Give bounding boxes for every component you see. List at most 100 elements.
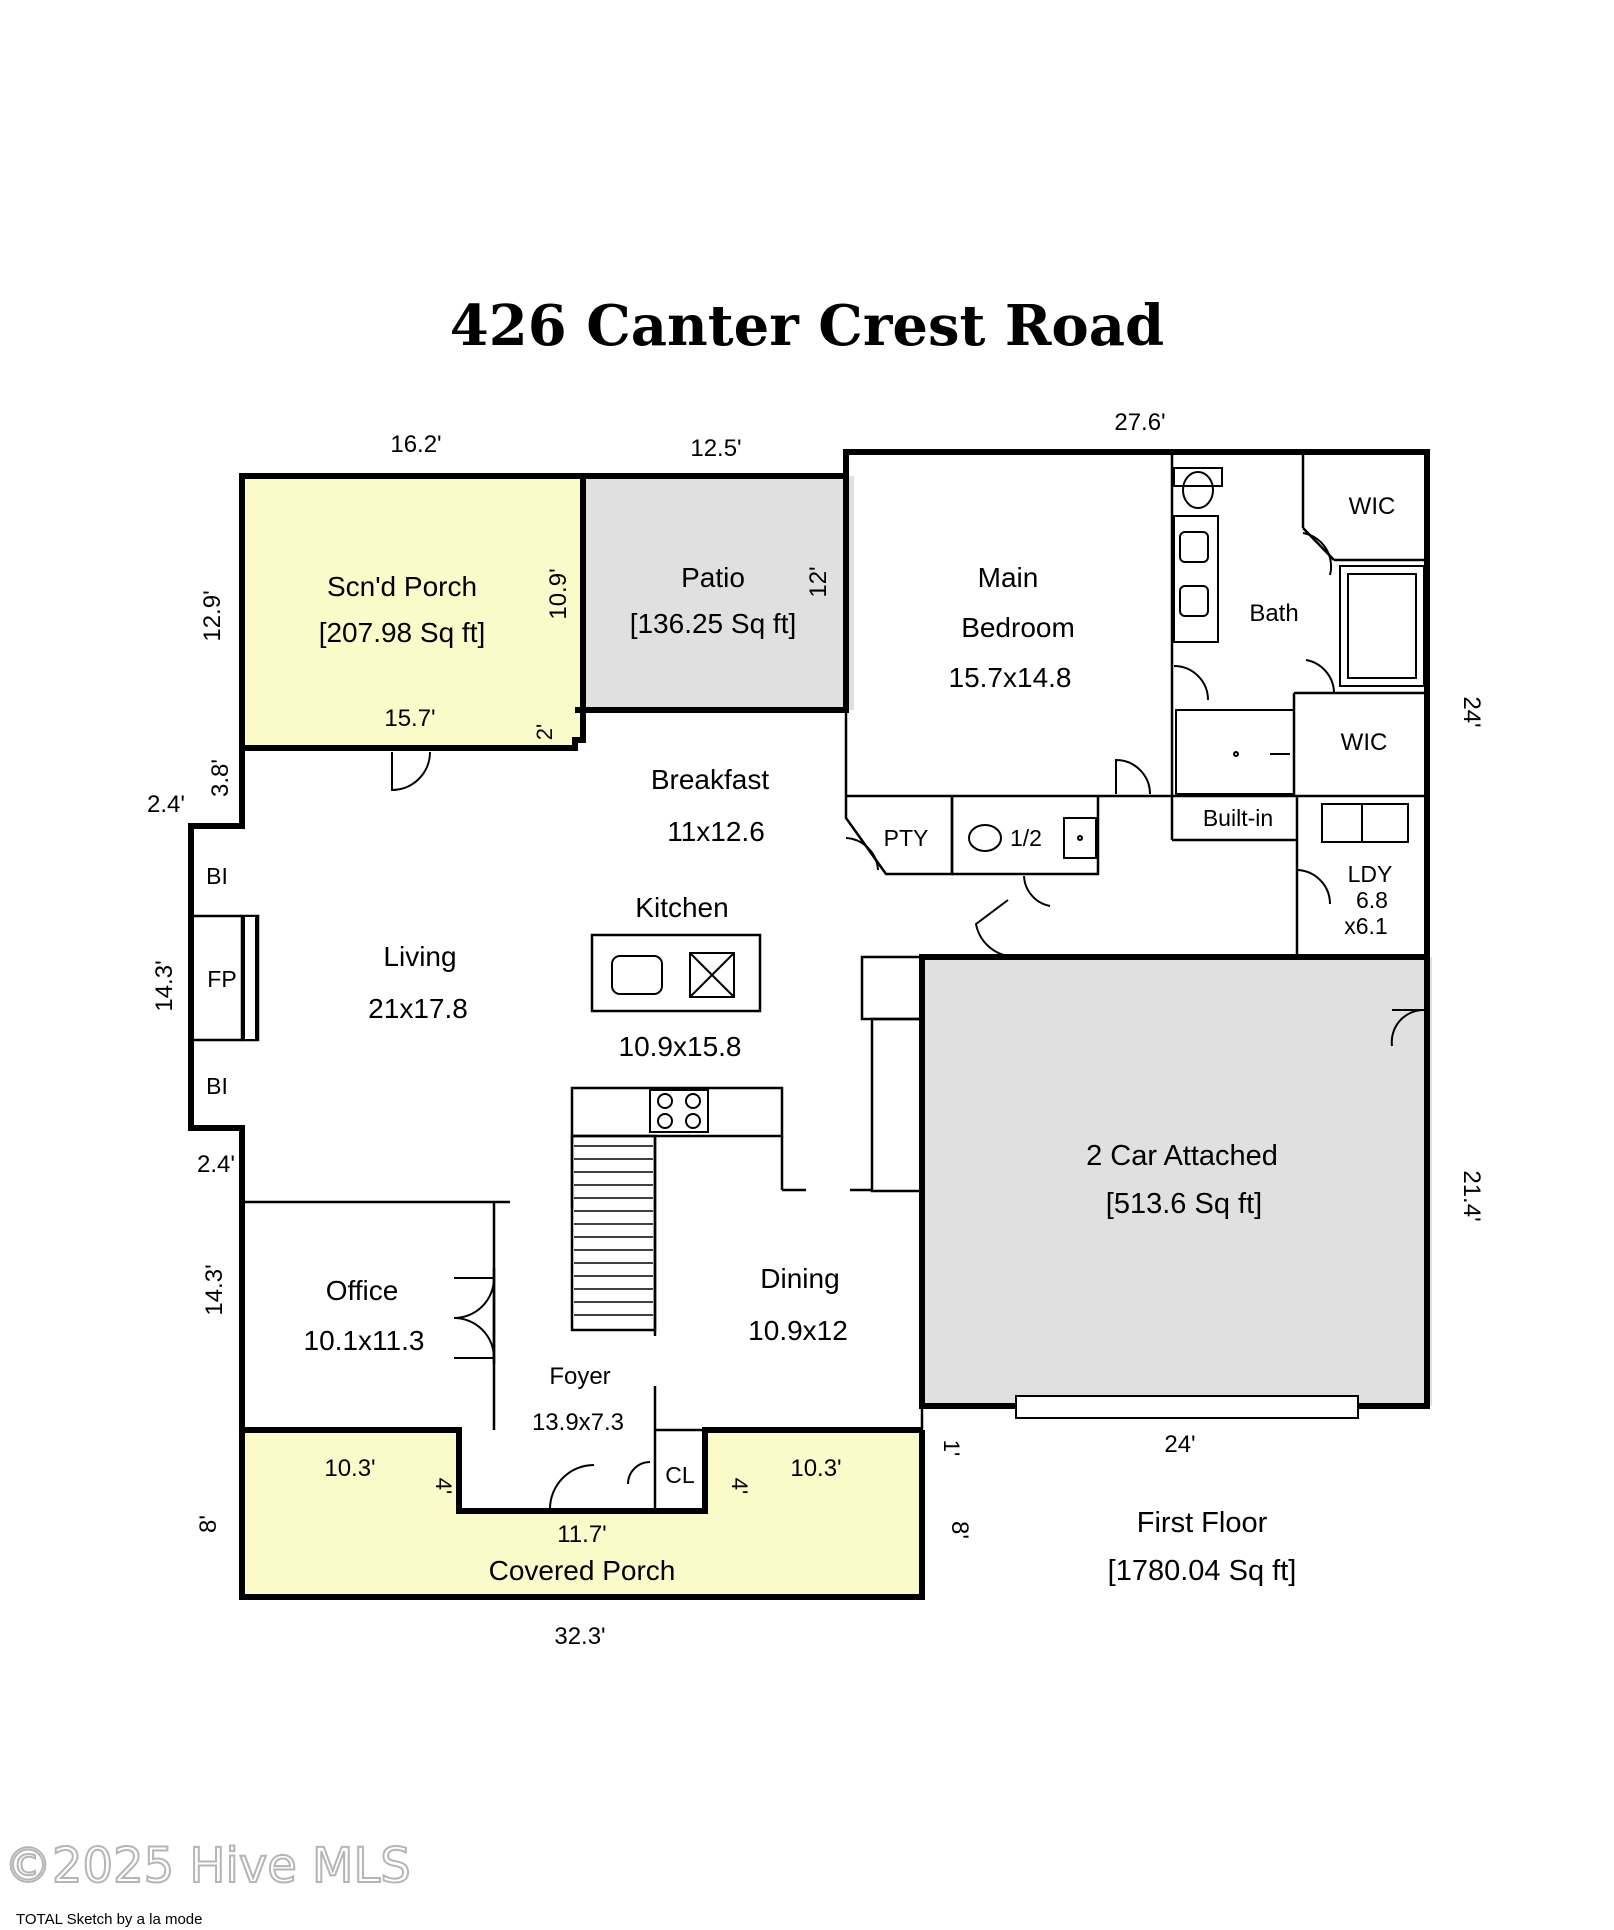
toilet-bowl-icon: [1182, 471, 1214, 509]
dim-right-upper: 24': [1458, 696, 1485, 727]
dryer-icon: [1361, 803, 1409, 843]
wic-bottom-label: WIC: [1341, 729, 1388, 756]
dim-left-office: 14.3': [201, 1264, 228, 1315]
built-in-label: Built-in: [1203, 805, 1273, 831]
laundry-size-line2: x6.1: [1344, 913, 1387, 939]
covered-porch-fill-right: [242, 1430, 922, 1597]
cooktop-icon: [649, 1089, 709, 1133]
vanity-sink-icon: [1179, 531, 1209, 563]
dim-right-garage: 21.4': [1458, 1170, 1485, 1221]
laundry-size-line1: 6.8: [1356, 887, 1388, 913]
dim-bump-top: 2.4': [147, 791, 185, 818]
fireplace-label: FP: [207, 966, 236, 992]
main-bedroom-size: 15.7x14.8: [949, 662, 1072, 693]
dim-scnd-porch-notch: 2': [532, 724, 557, 740]
exterior-walls: [188, 449, 1430, 1600]
room-labels: Scn'd Porch [207.98 Sq ft] Patio [136.25…: [206, 493, 1395, 1586]
floor-total-area: [1780.04 Sq ft]: [1108, 1555, 1297, 1587]
dim-inner-scnd-porch-right: 10.9': [545, 568, 572, 619]
toilet-icon: [1173, 467, 1223, 487]
living-label: Living: [383, 941, 456, 972]
foyer-size: 13.9x7.3: [532, 1409, 624, 1436]
half-bath-label: 1/2: [1010, 825, 1042, 851]
covered-porch-label: Covered Porch: [489, 1555, 676, 1586]
dim-porch-right-depth: 4': [727, 1478, 752, 1494]
dim-top-overall-right: 27.6': [1114, 409, 1165, 436]
kitchen-sink-icon: [611, 955, 663, 995]
half-bath-toilet-icon: [968, 824, 1002, 852]
dining-label: Dining: [760, 1263, 839, 1294]
filled-areas: [242, 476, 1432, 1597]
dim-porch-center: 11.7': [557, 1521, 607, 1548]
dim-bump-bottom: 2.4': [197, 1151, 235, 1178]
dim-top-patio: 12.5': [690, 435, 741, 462]
fixtures: [243, 467, 1425, 1419]
patio-label: Patio: [681, 562, 745, 593]
sketch-credit: TOTAL Sketch by a la mode: [16, 1911, 202, 1928]
dim-porch-right-width: 10.3': [790, 1455, 841, 1482]
garage-fill: [922, 957, 1432, 1406]
stair-treads: [574, 1145, 653, 1316]
dim-bump-left: 14.3': [151, 960, 178, 1011]
floor-name: First Floor: [1137, 1507, 1268, 1539]
dim-garage-bottom: 24': [1164, 1431, 1195, 1458]
garage-door-icon: [1015, 1395, 1359, 1419]
covered-porch-fill-left: [242, 1430, 650, 1555]
covered-porch-outline: [239, 1430, 925, 1600]
bathtub-icon: [1339, 565, 1425, 687]
screened-porch-outline: [239, 473, 586, 824]
screened-porch-label: Scn'd Porch: [327, 571, 477, 602]
shower-icon: [1175, 709, 1295, 795]
bath-label: Bath: [1249, 600, 1298, 627]
garage-label: 2 Car Attached: [1086, 1140, 1278, 1172]
dimension-labels: 16.2' 12.5' 27.6' 15.7' 2.4' 2.4' 10.3' …: [147, 409, 1485, 1650]
screened-porch-area: [207.98 Sq ft]: [319, 617, 486, 648]
main-suite-outline: [843, 449, 1430, 957]
dim-top-scnd-porch: 16.2': [390, 431, 441, 458]
dim-garage-offset: 1': [939, 1440, 964, 1456]
breakfast-size: 11x12.6: [667, 816, 765, 847]
dim-patio-right: 12': [805, 566, 832, 597]
plan-title: 426 Canter Crest Road: [450, 293, 1164, 359]
built-in-lower-label: BI: [206, 1073, 228, 1099]
wic-top-label: WIC: [1349, 493, 1396, 520]
dim-left-upper: 3.8': [207, 759, 234, 797]
dim-left-porch: 8': [195, 1515, 222, 1533]
door-swings: [391, 532, 1425, 1510]
patio-area: [136.25 Sq ft]: [630, 608, 797, 639]
watermark-logo: ©2025 Hive MLS: [4, 1838, 411, 1894]
living-size: 21x17.8: [368, 993, 468, 1024]
dim-right-porch: 8': [946, 1521, 973, 1539]
vanity-icon: [1173, 515, 1219, 643]
fireplace-icon: [243, 915, 257, 1041]
dim-left-scnd-porch: 12.9': [199, 590, 226, 641]
built-in-upper-label: BI: [206, 863, 228, 889]
garage-area: [513.6 Sq ft]: [1106, 1188, 1262, 1220]
kitchen-label: Kitchen: [635, 892, 728, 923]
dim-porch-left-width: 10.3': [324, 1455, 375, 1482]
patio-fill: [583, 476, 854, 710]
dim-bottom-overall: 32.3': [554, 1623, 605, 1650]
laundry-label: LDY: [1348, 861, 1393, 887]
foyer-label: Foyer: [549, 1363, 610, 1390]
patio-outline: [575, 473, 849, 713]
dim-scnd-porch-bottom: 15.7': [384, 705, 435, 732]
screened-porch-fill: [242, 476, 583, 748]
pantry-label: PTY: [884, 825, 929, 851]
dim-porch-left-depth: 4': [431, 1478, 456, 1494]
office-size: 10.1x11.3: [304, 1325, 425, 1356]
floor-summary: First Floor [1780.04 Sq ft]: [1108, 1507, 1297, 1587]
closet-label: CL: [665, 1462, 695, 1488]
washer-icon: [1321, 803, 1363, 843]
dishwasher-icon: [689, 952, 735, 998]
left-wall-upper: [188, 748, 245, 1430]
office-label: Office: [326, 1275, 399, 1306]
porch-inner-step: [242, 1427, 922, 1514]
vanity-sink-icon: [1179, 585, 1209, 617]
main-bedroom-label-line1: Main: [978, 562, 1039, 593]
dining-size: 10.9x12: [748, 1315, 848, 1346]
breakfast-label: Breakfast: [651, 764, 769, 795]
main-bedroom-label-line2: Bedroom: [961, 612, 1075, 643]
kitchen-size: 10.9x15.8: [619, 1031, 742, 1062]
